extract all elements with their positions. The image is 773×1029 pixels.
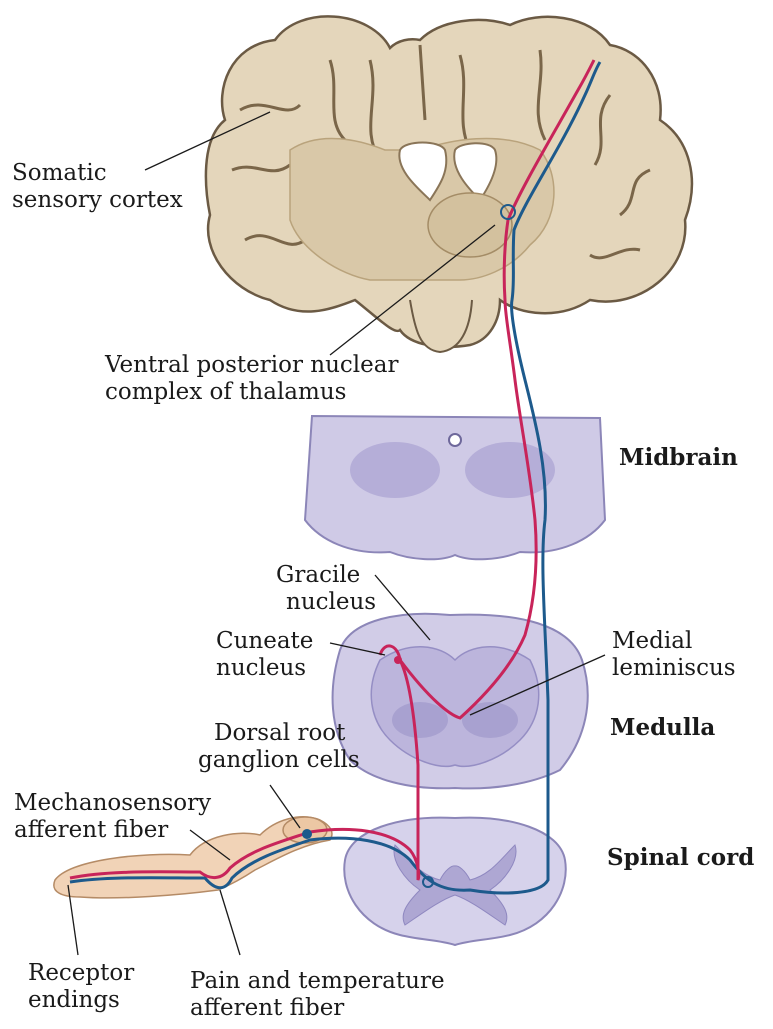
label-somatic-cortex: Somatic sensory cortex bbox=[12, 160, 183, 214]
label-medial-lemniscus: Medial leminiscus bbox=[612, 628, 736, 682]
label-midbrain: Midbrain bbox=[619, 444, 738, 471]
label-pain: Pain and temperature afferent fiber bbox=[190, 968, 445, 1022]
label-line: Cuneate bbox=[216, 628, 313, 655]
medulla-olive-left bbox=[392, 702, 448, 738]
label-cuneate: Cuneate nucleus bbox=[216, 628, 313, 682]
thalamus-region bbox=[428, 193, 512, 257]
label-line: Somatic bbox=[12, 160, 183, 187]
ganglion-cell-body bbox=[302, 829, 312, 839]
label-line: Dorsal root bbox=[198, 720, 360, 747]
label-line: complex of thalamus bbox=[105, 379, 398, 406]
label-drg: Dorsal root ganglion cells bbox=[198, 720, 360, 774]
label-line: nucleus bbox=[276, 589, 376, 616]
label-line: Gracile bbox=[276, 562, 376, 589]
label-line: endings bbox=[28, 987, 134, 1014]
midbrain-left-colliculus bbox=[350, 442, 440, 498]
label-line: leminiscus bbox=[612, 655, 736, 682]
label-mechano: Mechanosensory afferent fiber bbox=[14, 790, 211, 844]
label-line: afferent fiber bbox=[190, 995, 445, 1022]
label-line: Medial bbox=[612, 628, 736, 655]
brain-coronal-section bbox=[206, 16, 692, 352]
label-line: afferent fiber bbox=[14, 817, 211, 844]
label-line: Ventral posterior nuclear bbox=[105, 352, 398, 379]
label-spinal-cord: Spinal cord bbox=[607, 844, 754, 871]
label-medulla: Medulla bbox=[610, 714, 715, 741]
label-line: Mechanosensory bbox=[14, 790, 211, 817]
midbrain-section bbox=[305, 416, 605, 559]
label-line: Receptor bbox=[28, 960, 134, 987]
label-line: nucleus bbox=[216, 655, 313, 682]
label-line: Pain and temperature bbox=[190, 968, 445, 995]
spinal-cord-section bbox=[344, 818, 566, 945]
label-receptor: Receptor endings bbox=[28, 960, 134, 1014]
label-line: ganglion cells bbox=[198, 747, 360, 774]
label-line: sensory cortex bbox=[12, 187, 183, 214]
leader-pain bbox=[220, 890, 240, 955]
cuneate-relay-cell bbox=[394, 656, 402, 664]
label-thalamus: Ventral posterior nuclear complex of tha… bbox=[105, 352, 398, 406]
label-gracile: Gracile nucleus bbox=[276, 562, 376, 616]
cerebral-aqueduct bbox=[449, 434, 461, 446]
